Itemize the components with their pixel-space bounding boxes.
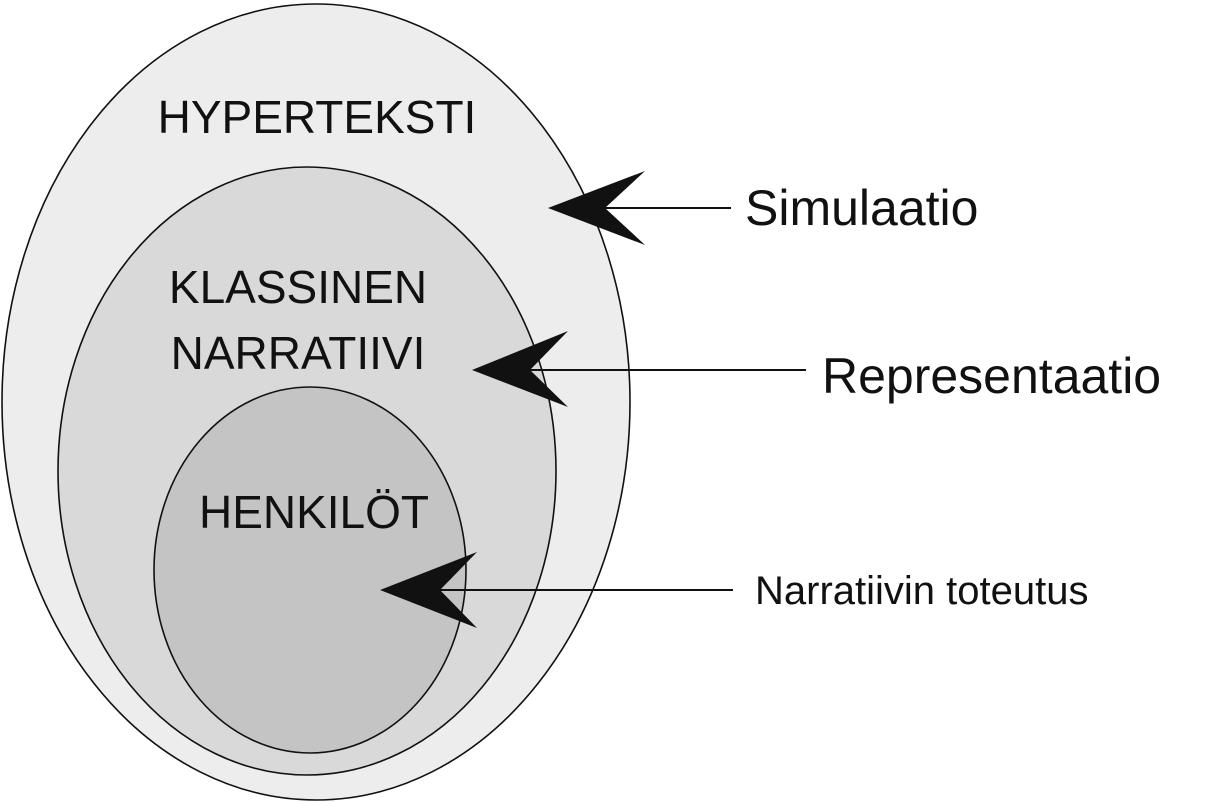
ellipse-henkilot — [153, 386, 467, 754]
label-simulaatio: Simulaatio — [745, 180, 978, 236]
label-hyperteksti: HYPERTEKSTI — [158, 91, 477, 143]
label-narratiivin-toteutus: Narratiivin toteutus — [755, 569, 1088, 613]
arrowhead-simulaatio — [548, 171, 645, 245]
label-narratiivi: NARRATIIVI — [171, 327, 426, 379]
label-klassinen: KLASSINEN — [169, 261, 427, 313]
label-representaatio: Representaatio — [822, 348, 1161, 404]
arrowhead-narratiivin-toteutus — [380, 552, 477, 628]
label-henkilot: HENKILÖT — [199, 486, 429, 538]
arrowhead-representaatio — [472, 331, 568, 407]
